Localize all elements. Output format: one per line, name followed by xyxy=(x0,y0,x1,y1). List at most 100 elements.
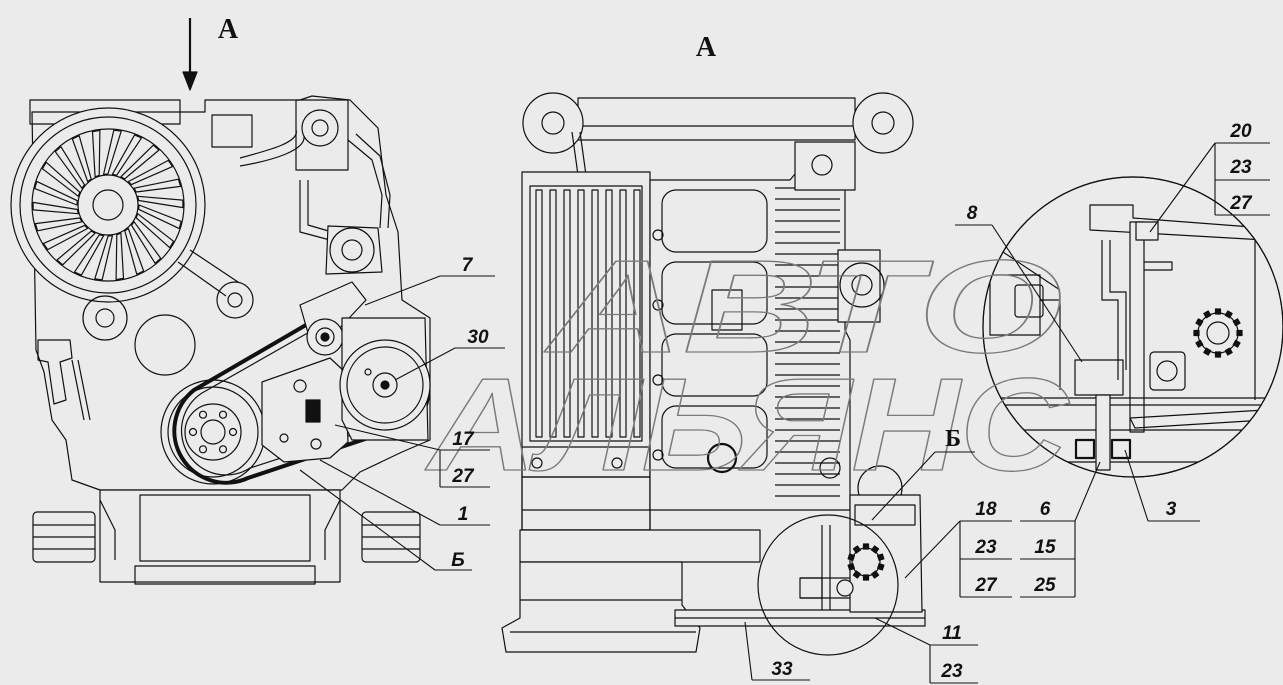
gear-tooth xyxy=(1214,308,1222,315)
front-view xyxy=(10,18,431,585)
bracket-bolt-lower xyxy=(310,438,322,450)
head-bolt-1 xyxy=(652,229,664,241)
injector-block xyxy=(711,289,743,331)
left-mount-layers xyxy=(33,524,95,550)
callout-27-mid: 27 xyxy=(974,575,998,596)
view-a-title: А xyxy=(696,32,717,63)
leader-33 xyxy=(744,621,753,681)
view-labels: А А xyxy=(218,14,717,63)
bracket-bolt-upper xyxy=(293,379,307,393)
radiator-tube xyxy=(577,189,585,438)
callout-6: 6 xyxy=(1040,499,1051,520)
fan-blade xyxy=(73,234,105,276)
drive-gear xyxy=(1197,312,1239,354)
oil-filler-cap-inner xyxy=(311,119,329,137)
head-bolt-2 xyxy=(652,299,664,311)
watermark-line-2: АЛЬЯНС xyxy=(425,351,1070,498)
flywheel-housing xyxy=(501,561,701,653)
turbo-wheel xyxy=(839,262,885,308)
radiator-tube xyxy=(605,189,613,438)
gear-tooth xyxy=(862,574,870,581)
head-bolt-4 xyxy=(652,449,664,461)
lifting-bar xyxy=(577,97,856,141)
right-pipe xyxy=(347,133,391,229)
oil-pan-flange xyxy=(134,565,316,585)
radiator-tube xyxy=(549,189,557,438)
fan-blade xyxy=(54,146,86,189)
gear-tooth xyxy=(876,553,885,561)
injection-line xyxy=(299,180,333,241)
cylinder-1 xyxy=(661,189,768,253)
gear-tooth xyxy=(852,570,861,579)
radiator-tube xyxy=(563,189,571,438)
cylinder-4 xyxy=(661,405,768,469)
callout-27-left: 27 xyxy=(451,466,475,487)
fan-blade xyxy=(94,235,114,281)
bracket-bolt-left xyxy=(279,433,289,443)
fan-blade xyxy=(111,134,143,176)
callout-30: 30 xyxy=(467,327,489,348)
callout-1: 1 xyxy=(458,504,469,525)
gear-tooth xyxy=(1224,347,1233,356)
timing-cover-boss xyxy=(134,314,196,376)
radiator-bolt-left xyxy=(531,457,543,469)
cylinder-3 xyxy=(661,333,768,397)
compressor-bracket xyxy=(261,357,349,463)
callout-23-mid: 23 xyxy=(974,537,997,558)
view-a-arrow-head xyxy=(182,71,198,91)
fan-hub-center xyxy=(92,189,124,221)
fan-blade xyxy=(120,144,160,180)
compressor-pulley-groove xyxy=(346,346,424,424)
mount-bracket-lines xyxy=(800,525,850,610)
fan-blade xyxy=(137,195,184,209)
callout-20: 20 xyxy=(1229,121,1252,142)
fan-blade xyxy=(56,230,96,266)
fan-belt xyxy=(177,249,239,297)
leader-3 xyxy=(1124,449,1149,522)
fan-blade xyxy=(41,161,81,197)
callout-8: 8 xyxy=(967,203,978,224)
fan-blade xyxy=(135,213,175,249)
vertical-pipe xyxy=(1101,240,1127,380)
gear-tooth xyxy=(1193,329,1200,337)
drain-plug xyxy=(706,442,738,474)
radiator-core xyxy=(529,185,643,442)
side-plate xyxy=(1144,261,1173,271)
leader-8 xyxy=(991,224,1083,363)
callout-7: 7 xyxy=(462,255,474,276)
fan-blade xyxy=(102,129,122,175)
fan-blade xyxy=(133,178,182,193)
gear-tooth xyxy=(1203,347,1212,356)
mount-bolt xyxy=(1095,394,1111,471)
side-plug xyxy=(819,457,841,479)
fan-blade xyxy=(42,224,89,251)
compressor-shaft xyxy=(380,380,390,390)
callout-25: 25 xyxy=(1033,575,1056,596)
fan-blade xyxy=(34,180,78,206)
callout-15: 15 xyxy=(1034,537,1056,558)
leader-30 xyxy=(394,347,456,381)
callout-23-top: 23 xyxy=(1229,157,1252,178)
right-top-mount-bore xyxy=(871,111,895,135)
crank-pulley-holes xyxy=(188,410,238,454)
callout-33: 33 xyxy=(771,659,793,680)
intake-housing xyxy=(794,141,856,191)
fan-ring xyxy=(31,128,185,282)
gear-tooth xyxy=(871,570,880,579)
callout-18: 18 xyxy=(975,499,997,520)
radiator-tube xyxy=(591,189,599,438)
gear-tooth xyxy=(847,563,856,571)
gear-tooth xyxy=(1236,329,1243,337)
flange xyxy=(329,227,375,273)
mount-nut xyxy=(836,579,854,597)
fan-blade xyxy=(130,221,162,264)
compressor-head xyxy=(854,504,916,526)
compressor-pulley-hub xyxy=(372,372,398,398)
oil-pan xyxy=(99,489,341,583)
gear-tooth xyxy=(1203,310,1212,319)
gear-tooth xyxy=(876,563,885,571)
leader-6 xyxy=(1074,461,1101,522)
gear-tooth xyxy=(1195,339,1204,348)
view-a-arrow-label: А xyxy=(218,14,239,45)
